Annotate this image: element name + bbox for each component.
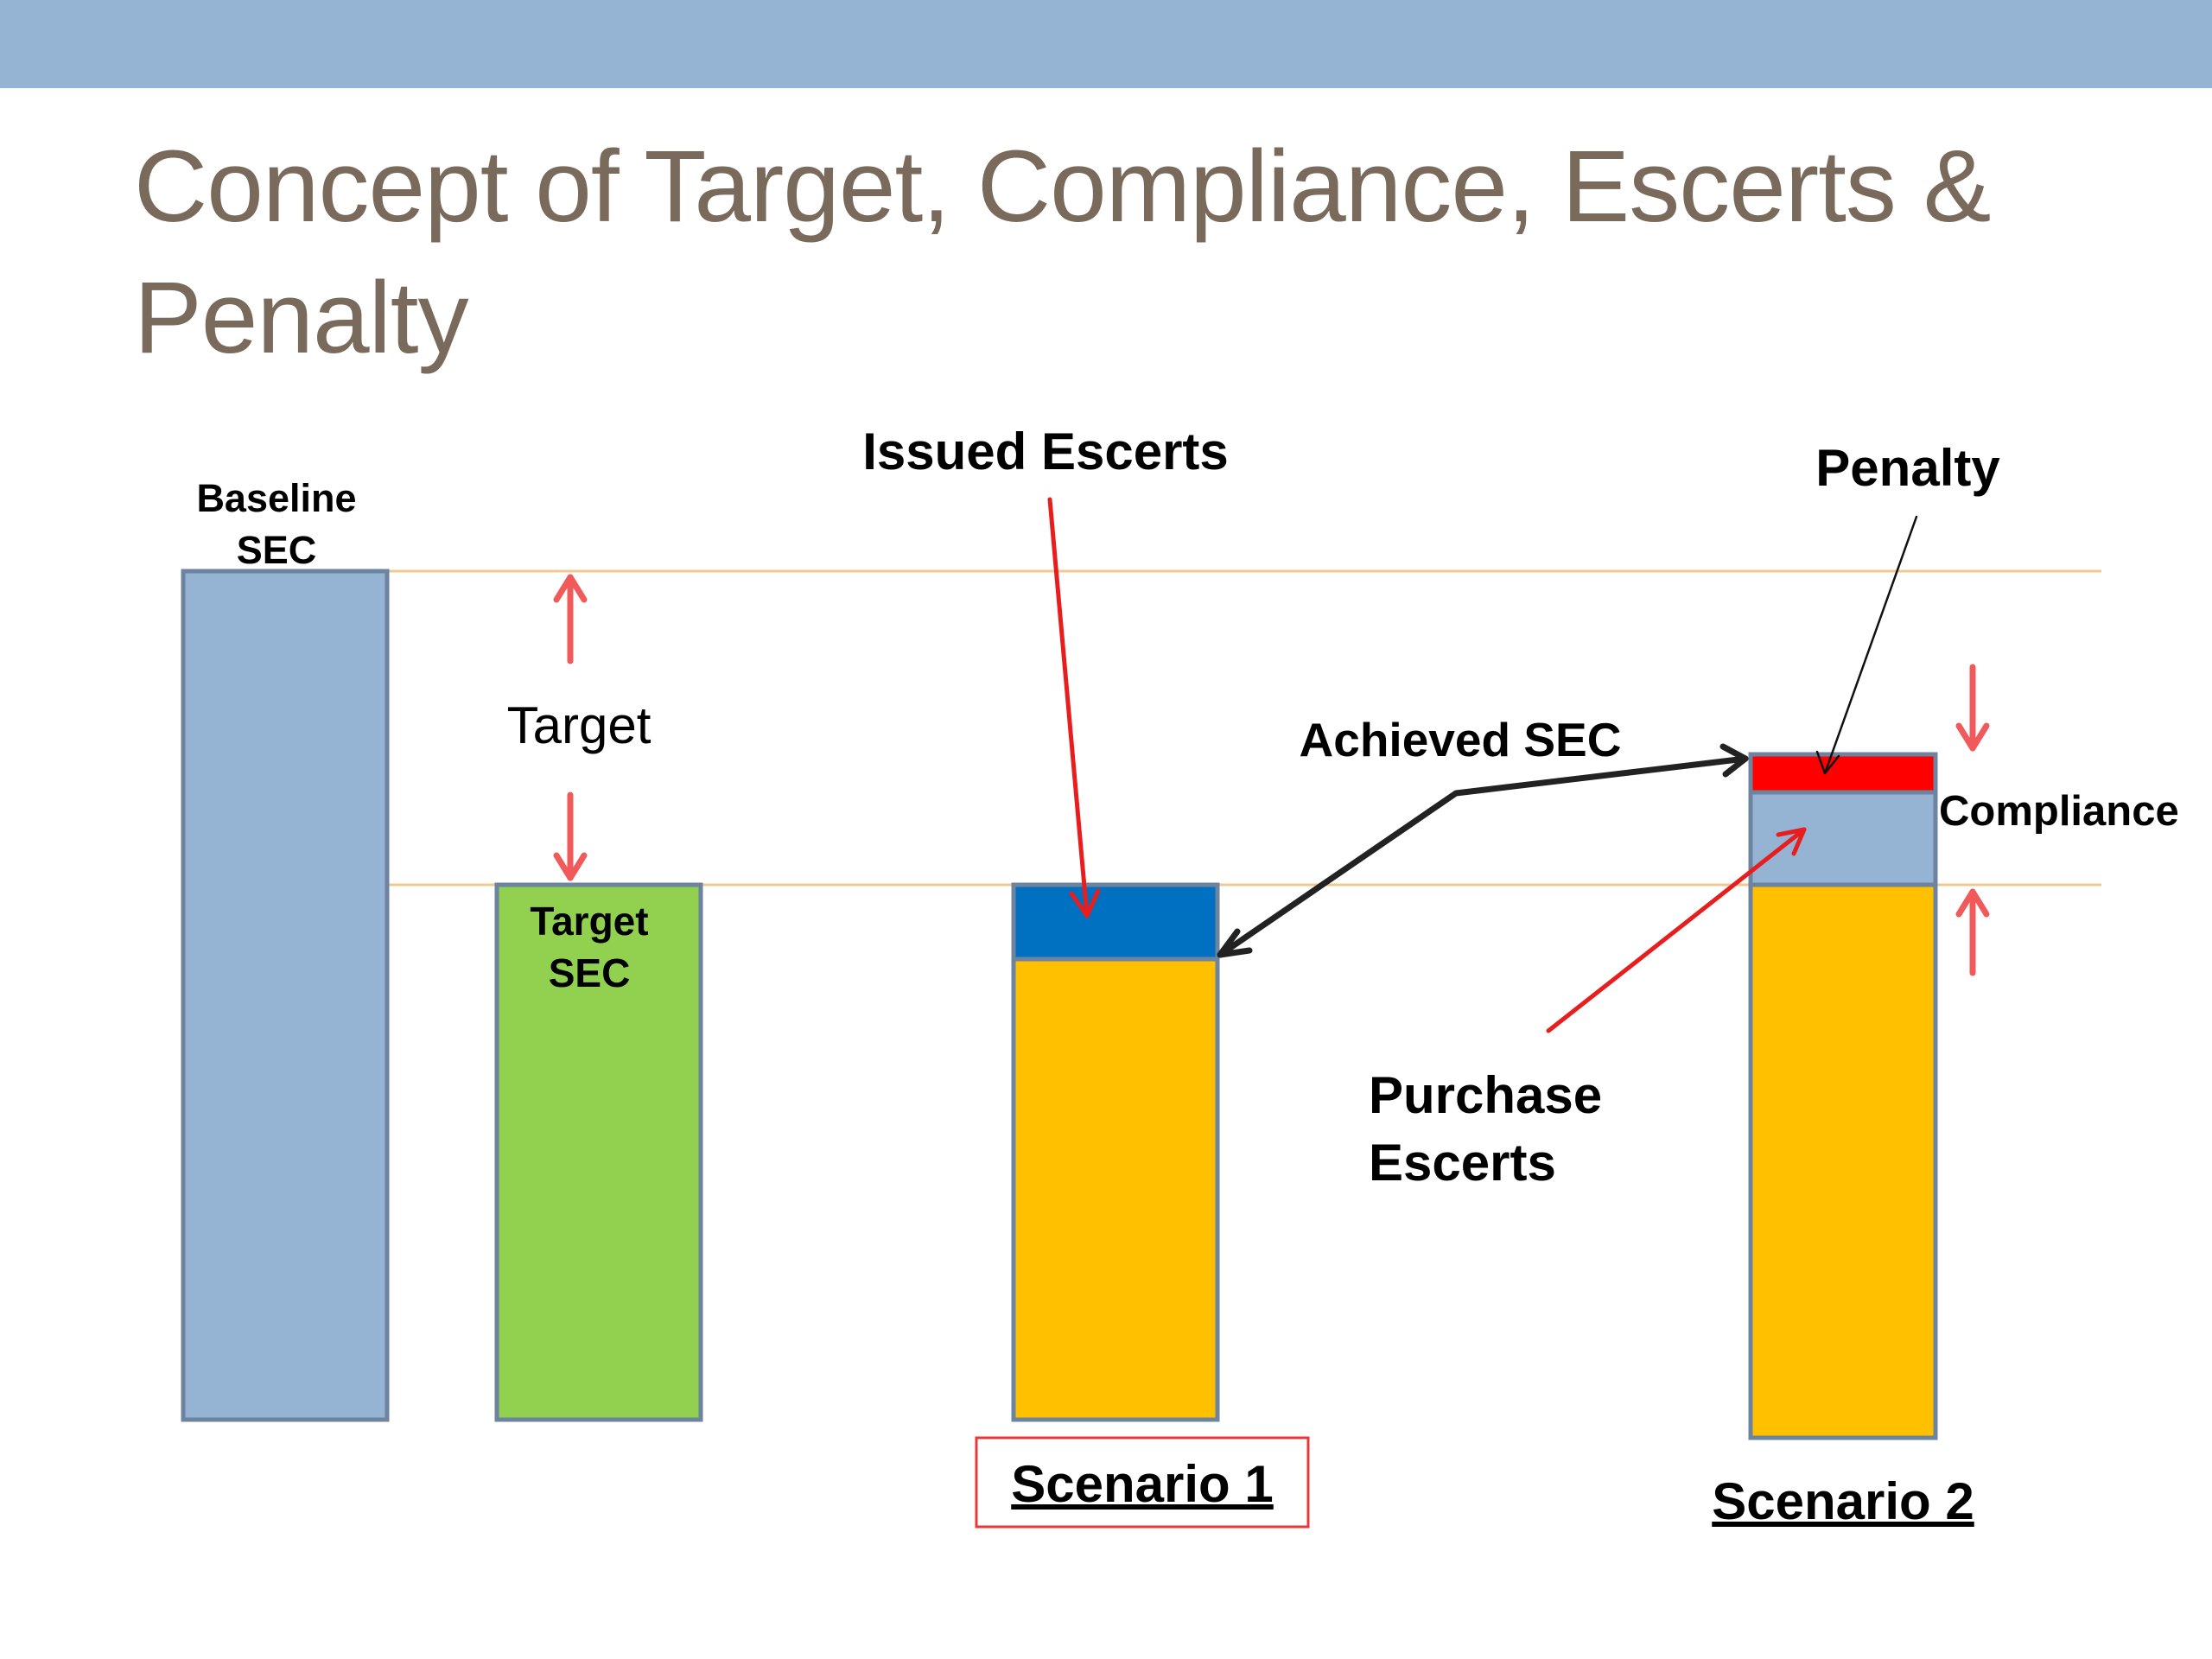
target-sec-bar (494, 882, 703, 1422)
slide-title: Concept of Target, Compliance, Escerts &… (134, 130, 1991, 375)
scenario2-achieved-bar (1748, 882, 1938, 1440)
scenario1-achieved-bar (1011, 882, 1220, 1422)
top-banner (0, 0, 2212, 88)
scenario2-caption: Scenario 2 (1712, 1472, 1974, 1530)
baseline-sec-label-line2: SEC (237, 528, 317, 572)
scenario1-caption-box (975, 1436, 1310, 1529)
target-sec-label-line1: Target (530, 899, 648, 944)
penalty-arrow (1815, 515, 1918, 775)
penalty-label: Penalty (1815, 439, 2000, 497)
purchase-escerts-label-line2: Escerts (1369, 1134, 1556, 1192)
baseline-sec-label-line1: Baseline (196, 476, 356, 520)
baseline-sec-bar (181, 569, 390, 1422)
compliance-label: Compliance (1939, 788, 2179, 835)
compliance-up-arrow (1955, 888, 1990, 976)
target-down-arrow (553, 791, 588, 881)
scenario1-caption: Scenario 1 (1011, 1455, 1274, 1513)
issued-escerts-label: Issued Escerts (862, 423, 1229, 480)
purchase-escerts-arrow (1546, 827, 1807, 1033)
scenario2-purchase-escerts-segment (1748, 790, 1938, 887)
compliance-down-arrow (1955, 664, 1990, 752)
scenario2-penalty-segment (1748, 752, 1938, 795)
target-sec-label-line2: SEC (549, 950, 631, 995)
achieved-sec-label: Achieved SEC (1300, 713, 1622, 766)
achieved-sec-arrow (1217, 743, 1749, 958)
scenario1-issued-escerts-segment (1011, 882, 1220, 962)
target-up-arrow (553, 574, 588, 664)
target-label: Target (507, 696, 652, 754)
purchase-escerts-label-line1: Purchase (1369, 1066, 1602, 1124)
issued-escerts-arrow (1047, 497, 1101, 918)
